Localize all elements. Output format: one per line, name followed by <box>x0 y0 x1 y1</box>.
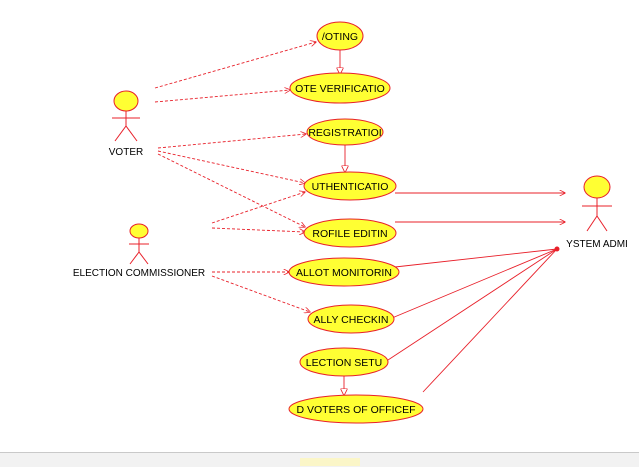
use-case-authentication[interactable]: UTHENTICATIO <box>303 171 397 201</box>
use-case-ballot-monitoring-label: ALLOT MONITORIN <box>296 267 392 279</box>
use-case-add-voters[interactable]: D VOTERS OF OFFICEF <box>288 394 424 424</box>
line-voter-voting <box>154 42 316 89</box>
line-ec-profile-editing <box>211 227 305 232</box>
admin-associations <box>387 193 565 393</box>
bottom-highlight <box>300 458 360 466</box>
use-case-authentication-label: UTHENTICATIO <box>312 181 389 193</box>
line-voter-profile-editing <box>157 153 305 227</box>
actor-admin-head <box>583 175 611 199</box>
use-case-ballot-monitoring[interactable]: ALLOT MONITORIN <box>288 257 400 287</box>
use-case-tally-checking-label: ALLY CHECKIN <box>314 314 389 326</box>
use-case-registration-label: REGISTRATIOI <box>308 127 381 139</box>
line-voter-vote-verification <box>154 90 290 103</box>
use-case-add-voters-label: D VOTERS OF OFFICEF <box>296 404 415 416</box>
line-ec-tally-checking <box>211 275 310 312</box>
actor-election-commissioner[interactable] <box>129 223 149 265</box>
use-case-profile-editing-label: ROFILE EDITIN <box>312 228 387 240</box>
line-election-setup-admin <box>387 248 558 361</box>
voter-associations <box>154 42 316 227</box>
actor-system-admin[interactable] <box>582 175 612 232</box>
actor-voter-head <box>113 90 139 112</box>
admin-hub-point <box>554 246 560 252</box>
line-add-voters-admin <box>422 248 558 393</box>
actor-ec-head <box>129 223 149 239</box>
use-case-vote-verification-label: OTE VERIFICATIO <box>295 83 385 95</box>
actor-admin-label: YSTEM ADMI <box>566 239 628 250</box>
use-case-voting[interactable]: /OTING <box>316 21 364 51</box>
use-case-voting-label: /OTING <box>322 31 358 43</box>
line-tally-checking-admin <box>391 248 558 319</box>
use-case-tally-checking[interactable]: ALLY CHECKIN <box>307 304 395 334</box>
actor-voter-label: VOTER <box>109 147 143 158</box>
line-ballot-monitoring-admin <box>394 248 558 268</box>
use-case-vote-verification[interactable]: OTE VERIFICATIO <box>289 72 391 104</box>
line-voter-registration <box>157 134 306 149</box>
ec-associations <box>211 192 310 312</box>
actor-ec-label: ELECTION COMMISSIONER <box>73 268 205 279</box>
line-voter-authentication <box>157 150 305 183</box>
use-case-profile-editing[interactable]: ROFILE EDITIN <box>303 218 397 248</box>
use-case-election-setup-label: LECTION SETU <box>306 357 382 369</box>
include-relations <box>340 48 345 395</box>
line-ec-authentication <box>211 192 305 224</box>
use-case-election-setup[interactable]: LECTION SETU <box>299 347 389 377</box>
use-case-registration[interactable]: REGISTRATIOI <box>306 118 384 146</box>
actor-voter[interactable] <box>112 90 140 142</box>
